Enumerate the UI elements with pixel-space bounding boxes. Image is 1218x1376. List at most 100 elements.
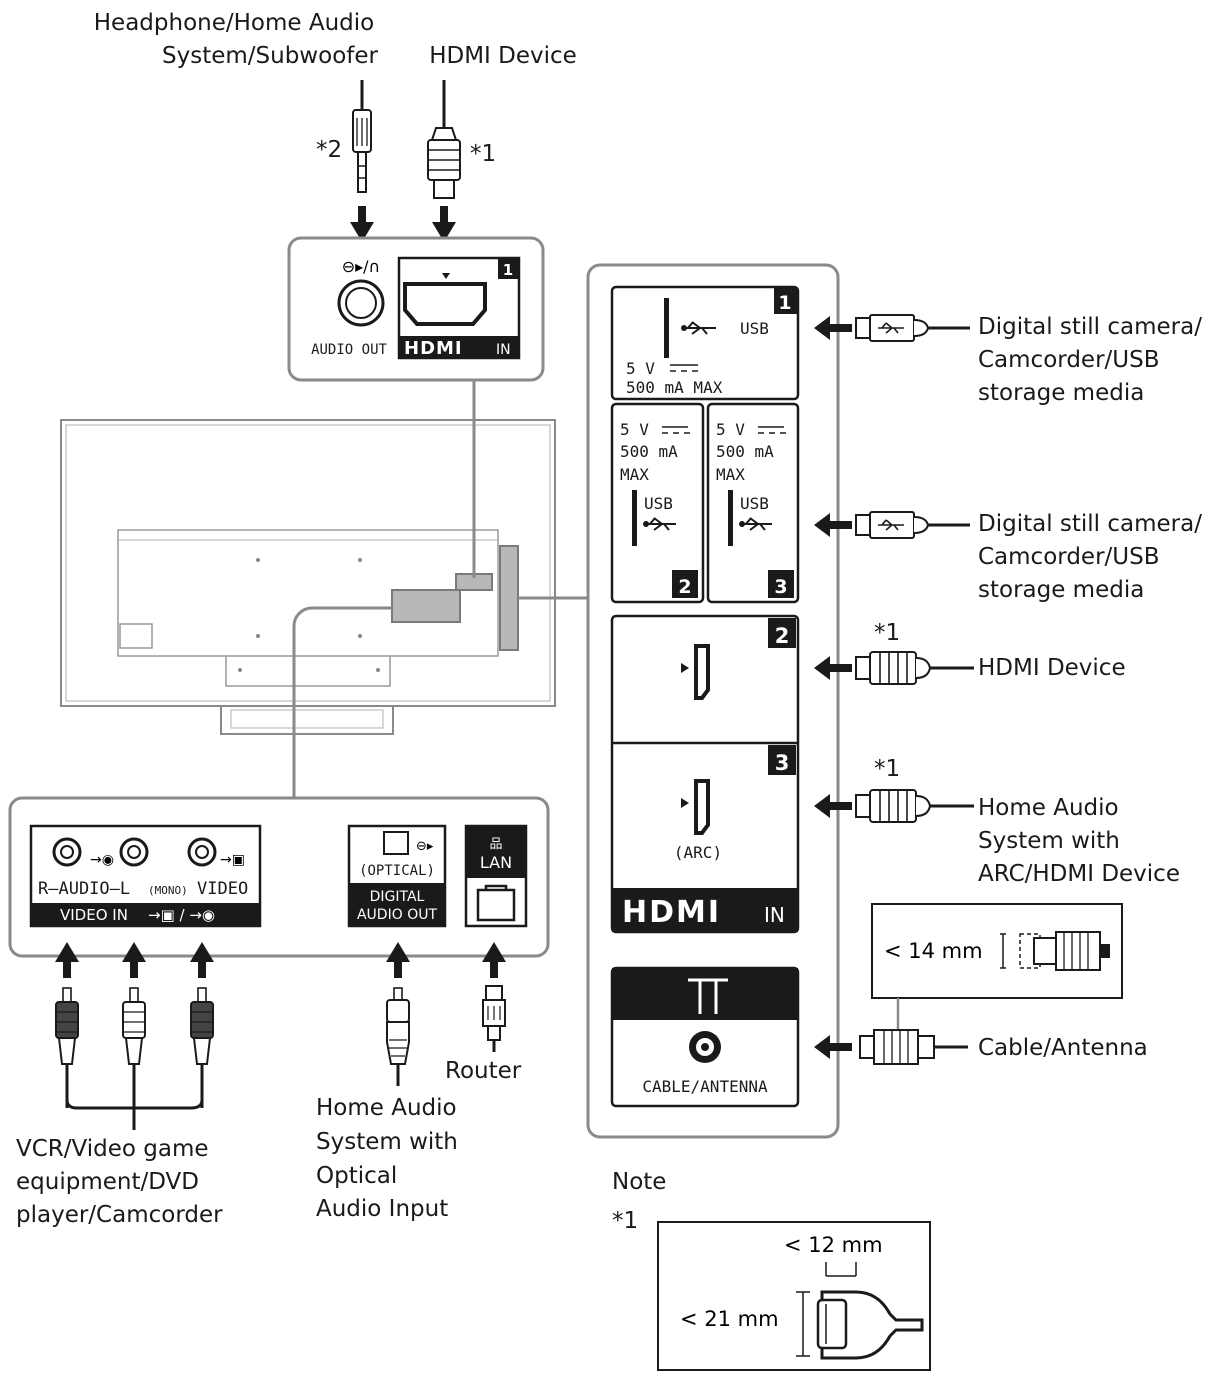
coax-dimension-inset: < 14 mm [871,903,1123,1030]
cable-antenna-port-label: CABLE/ANTENNA [642,1077,768,1096]
side-port-panel: 1 USB 5 V 500 mA MAX 5 V 500 mA MAX USB … [586,263,840,1139]
hdmi-plug-2 [854,650,976,686]
usb-3-label: USB [740,494,769,513]
hdmi-2-number: 2 [775,624,790,648]
bottom-port-panel: →◉ →▣ R–AUDIO–L (MONO) VIDEO VIDEO IN →▣… [8,796,550,958]
usb-3-number: 3 [774,576,787,598]
video-in-icons: →▣ / →◉ [148,906,215,924]
arrow-up-icon [122,942,146,978]
usb-1-power-5v: 5 V [626,359,655,378]
video-label: VIDEO [197,879,248,899]
note-ref: *1 [612,1208,638,1234]
hdmi-dimension-inset: < 12 mm < 21 mm [657,1221,931,1371]
arrow-up-icon [386,942,410,978]
usb-icon [643,517,676,531]
usb-device-1-line3: storage media [978,380,1144,406]
tv-back [60,419,556,735]
usb-device-2-line3: storage media [978,577,1144,603]
rca-plug-video [54,986,80,1110]
footnote-star1-top: *1 [470,141,496,167]
hdmi-logo-top: HDMI [404,338,463,359]
video-in-symbol-icon: →▣ [220,852,245,868]
arc-label: (ARC) [674,843,722,862]
optical-device-line3: Optical [316,1163,397,1189]
headphone-plug-icon [352,80,372,193]
arrow-up-icon [482,942,506,978]
antenna-icon [688,978,728,1014]
optical-device-line4: Audio Input [316,1196,448,1222]
hdmi-plug-3 [854,788,976,824]
usb-device-2-line1: Digital still camera/ [978,511,1202,537]
usb-2-port[interactable] [610,402,705,604]
router-label: Router [445,1058,522,1084]
usb-device-2-line2: Camcorder/USB [978,544,1160,570]
digital-label: DIGITAL [370,889,425,905]
cable-antenna-label: Cable/Antenna [978,1035,1148,1061]
hdmi-logo-side: HDMI [622,895,721,930]
usb-1-port[interactable] [610,285,800,401]
audio-out-label: AUDIO OUT [311,342,387,358]
network-icon: 品 [489,837,502,852]
usb-plug-2 [854,510,972,540]
vcr-device-line3: player/Camcorder [16,1202,223,1228]
usb-2-number: 2 [678,576,691,598]
optical-device-line1: Home Audio [316,1095,457,1121]
label-top-audio-2: System/Subwoofer [162,43,378,69]
audio-in-symbol-icon: →◉ [90,852,114,868]
usb-device-1-line1: Digital still camera/ [978,314,1202,340]
label-top-hdmi: HDMI Device [429,43,577,69]
hdmi-1-number: 1 [503,261,513,279]
arrow-down-icon [432,206,456,242]
lan-label: LAN [480,853,512,872]
coax-limit-label: < 14 mm [884,939,983,963]
usb-3-power-ma: 500 mA [716,442,774,461]
usb-3-port[interactable] [706,402,800,604]
arrow-up-icon [190,942,214,978]
optical-label: (OPTICAL) [359,863,435,879]
top-port-panel: ⊖▸/∩ AUDIO OUT 1 HDMI IN [287,236,545,382]
hdmi-in-2-port[interactable]: 2 [681,618,796,700]
r-audio-l-label: R–AUDIO–L [38,879,130,899]
hdmi-plug-top-icon [427,80,461,199]
label-top-audio-1: Headphone/Home Audio [94,10,374,36]
usb-3-power-max: MAX [716,465,745,484]
usb-3-power-5v: 5 V [716,420,745,439]
usb-1-number: 1 [778,292,791,314]
arrow-down-icon [350,206,374,242]
usb-1-label: USB [740,319,769,338]
usb-2-power-ma: 500 mA [620,442,678,461]
hdmi-in-top-label: IN [496,342,511,358]
hdmi-in-side-label: IN [764,903,785,927]
optical-device-line2: System with [316,1129,458,1155]
audio-out-2-label: AUDIO OUT [357,907,437,923]
footnote-star1-hdmi2: *1 [874,620,900,646]
footnote-star1-hdmi3: *1 [874,756,900,782]
usb-1-power-ma: 500 mA MAX [626,378,723,397]
arc-device-line3: ARC/HDMI Device [978,861,1180,887]
usb-icon [681,321,716,335]
vcr-device-line2: equipment/DVD [16,1169,199,1195]
arc-device-line1: Home Audio [978,795,1119,821]
hdmi-height-label: < 21 mm [680,1307,779,1331]
usb-2-power-max: MAX [620,465,649,484]
arc-device-line2: System with [978,828,1120,854]
footnote-star2-top: *2 [316,137,342,163]
note-title: Note [612,1169,666,1195]
hdmi-device-2-label: HDMI Device [978,655,1126,681]
hdmi-3-number: 3 [775,751,790,775]
optical-out-symbol-icon: ⊖▸ [416,839,434,854]
audio-out-symbol-icon: ⊖▸/∩ [342,257,381,276]
usb-icon [739,517,772,531]
lan-plug-icon [482,985,506,1052]
usb-device-1-line2: Camcorder/USB [978,347,1160,373]
hdmi-in-3-port[interactable]: 3 (ARC) [674,745,796,862]
coax-plug-icon [859,1029,968,1065]
usb-plug-1 [854,313,972,343]
usb-2-power-5v: 5 V [620,420,649,439]
arrow-up-icon [55,942,79,978]
vcr-device-line1: VCR/Video game [16,1136,209,1162]
rca-plug-audio-l [121,986,147,1110]
optical-plug-icon [386,987,410,1086]
mono-label: (MONO) [148,884,188,897]
